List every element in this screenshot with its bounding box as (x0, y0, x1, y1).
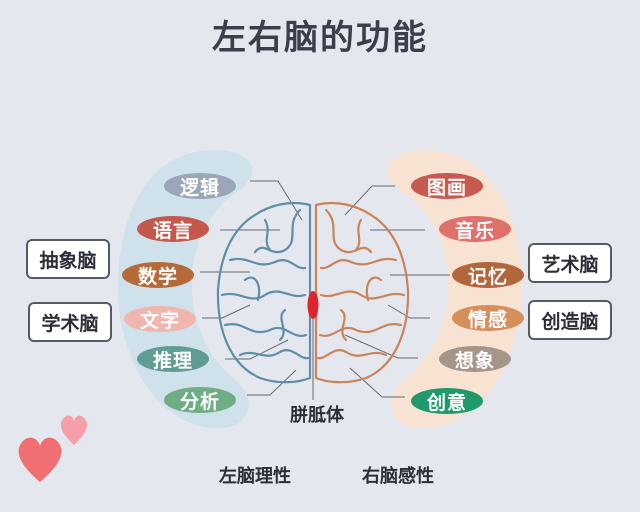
left-pill-language: 语言 (137, 216, 209, 242)
left-pill-math: 数学 (122, 262, 194, 288)
right-brain (314, 201, 410, 384)
left-pill-reasoning: 推理 (137, 346, 209, 372)
box-abstract-brain: 抽象脑 (26, 239, 110, 279)
right-pill-imagination: 想象 (439, 346, 511, 372)
corpus-callosum-label: 胼胝体 (290, 405, 344, 426)
left-pill-logic: 逻辑 (164, 173, 236, 199)
right-pill-drawing: 图画 (411, 173, 483, 199)
left-pill-writing: 文字 (124, 306, 196, 332)
box-creative-brain: 创造脑 (528, 300, 612, 340)
page-title: 左右脑的功能 (212, 18, 428, 58)
corpus-callosum (307, 291, 319, 319)
left-brain-caption: 左脑理性 (219, 466, 291, 487)
right-pill-creativity: 创意 (411, 388, 483, 414)
heart-icon (60, 415, 88, 445)
hearts-decoration (18, 415, 88, 482)
right-pill-music: 音乐 (439, 216, 511, 242)
right-pill-memory: 记忆 (452, 262, 524, 288)
right-brain-caption: 右脑感性 (362, 466, 434, 487)
box-academic-brain: 学术脑 (28, 302, 112, 342)
connector-lines (200, 180, 450, 400)
right-pill-emotion: 情感 (452, 305, 524, 331)
left-brain (216, 201, 312, 384)
box-art-brain: 艺术脑 (528, 243, 612, 283)
left-pill-analysis: 分析 (164, 387, 236, 413)
heart-icon (18, 437, 62, 482)
